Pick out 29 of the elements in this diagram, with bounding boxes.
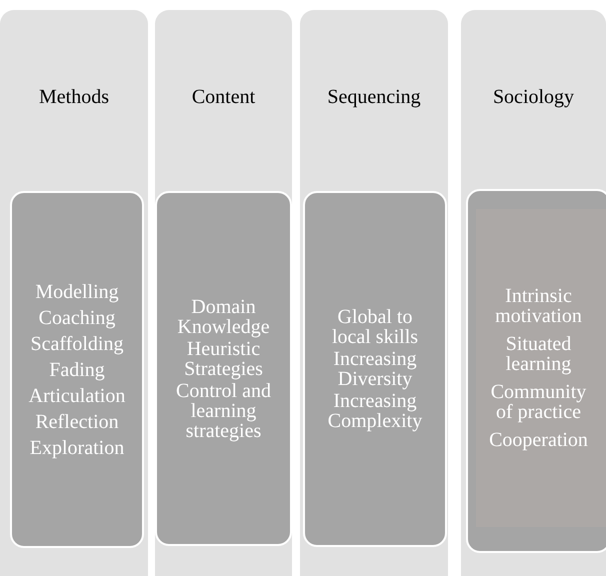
column-panel <box>0 10 148 576</box>
column-panel <box>155 10 292 576</box>
list-item: Domain Knowledge <box>176 296 271 336</box>
list-item: Community of practice <box>490 382 588 422</box>
item-list-card <box>303 191 447 547</box>
column-heading: Sequencing <box>326 86 422 109</box>
column-heading: Methods <box>38 86 110 109</box>
column-heading: Sociology <box>492 86 576 109</box>
list-item: Control and learning strategies <box>175 380 272 440</box>
list-item: Reflection <box>34 410 120 434</box>
list-item: Fading <box>48 358 106 382</box>
list-item: Global to local skills <box>330 307 420 347</box>
item-list-card <box>155 191 292 546</box>
list-item: Exploration <box>28 436 126 460</box>
list-item: Situated learning <box>504 334 572 374</box>
column-panel <box>461 10 606 576</box>
list-item: Articulation <box>28 384 126 408</box>
list-item: Intrinsic motivation <box>494 286 583 326</box>
list-item: Cooperation <box>488 430 589 450</box>
list-item: Increasing Complexity <box>326 391 424 431</box>
list-item: Increasing Diversity <box>332 349 418 389</box>
list-item: Coaching <box>38 306 116 330</box>
column-panel <box>300 10 448 576</box>
item-list-card <box>10 191 144 548</box>
item-list-card <box>466 189 606 553</box>
list-item: Heuristic Strategies <box>183 338 264 378</box>
list-item: Scaffolding <box>30 332 124 356</box>
column-heading: Content <box>190 86 256 109</box>
list-item: Modelling <box>34 280 120 304</box>
